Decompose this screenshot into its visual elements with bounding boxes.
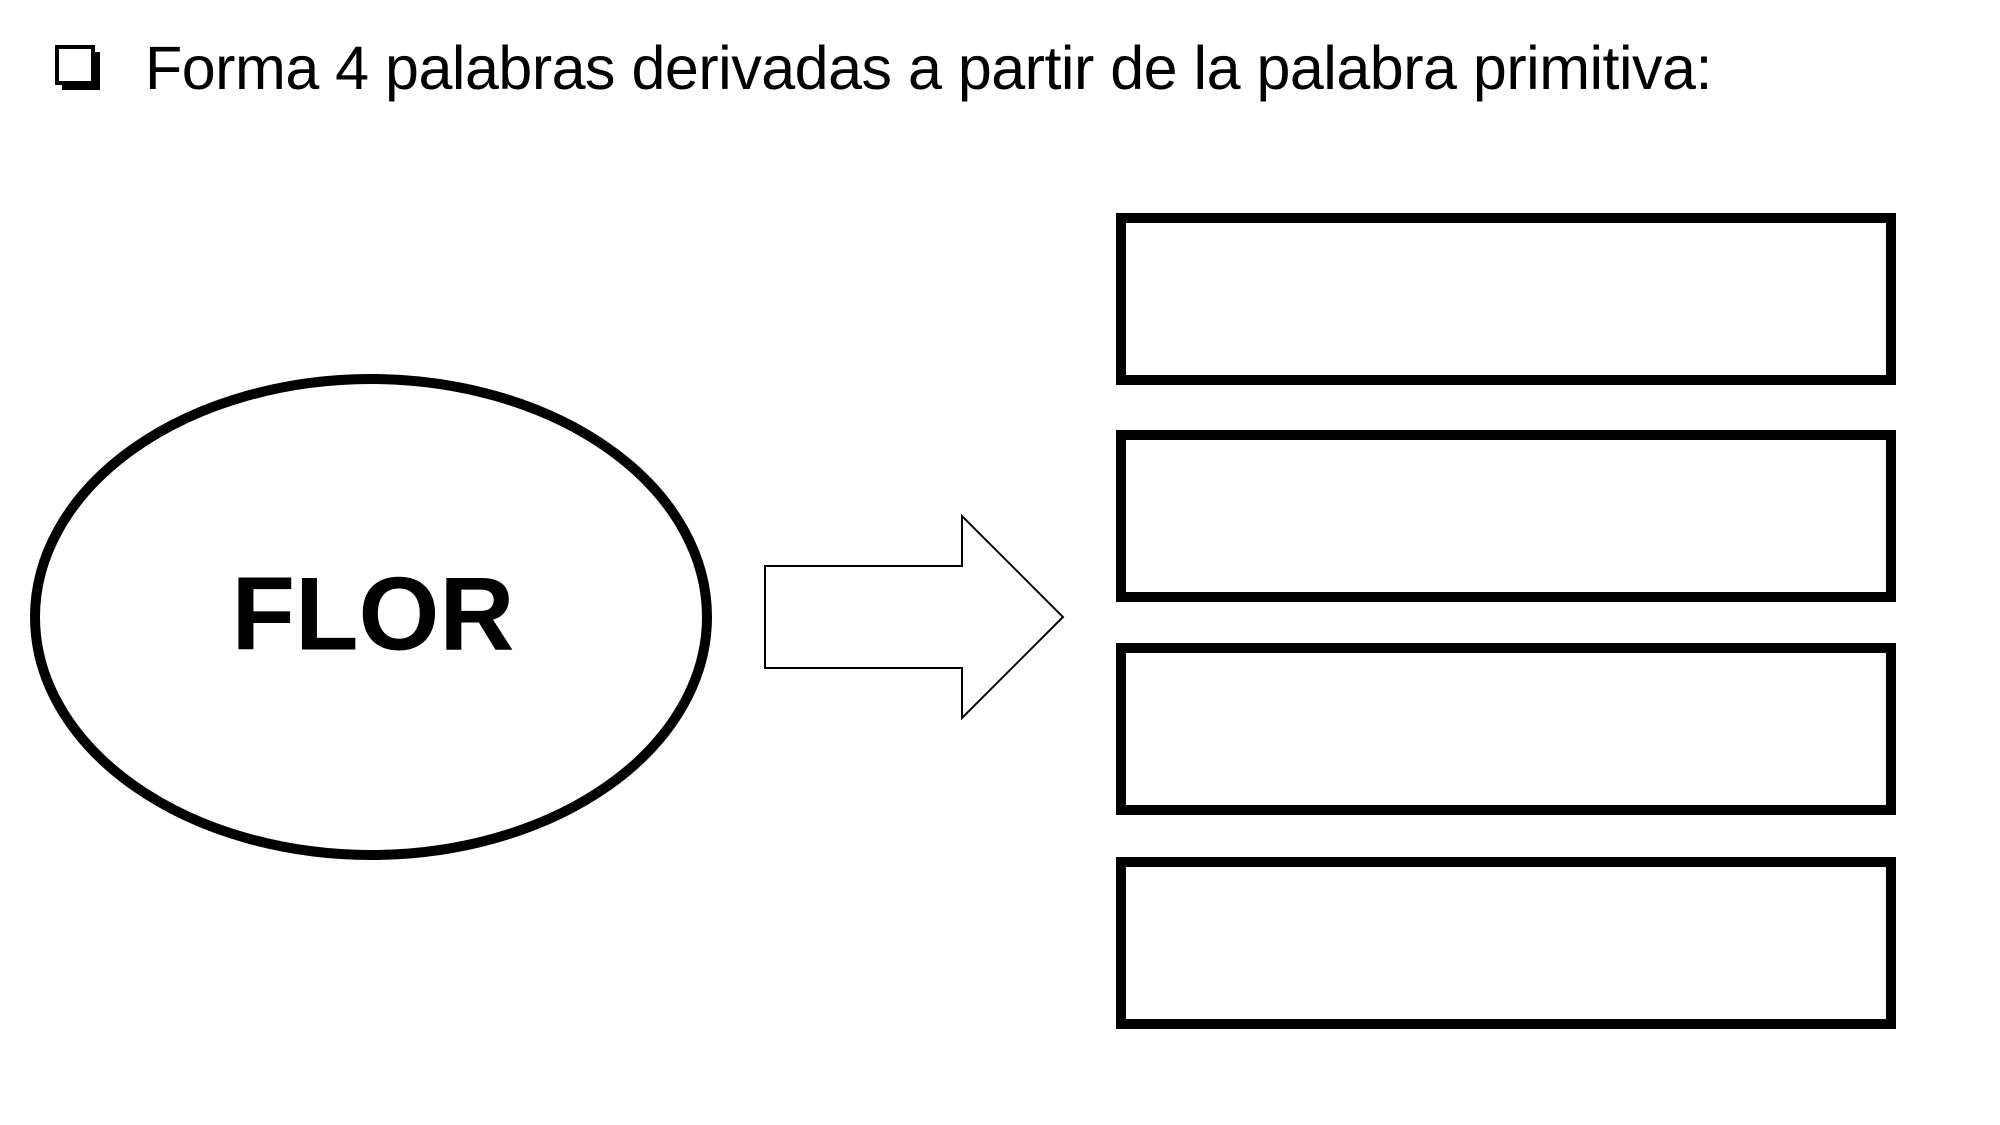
answer-box-3[interactable]	[1116, 643, 1896, 815]
primitive-word-label: FLOR	[231, 556, 514, 672]
instruction-text: Forma 4 palabras derivadas a partir de l…	[145, 34, 1712, 102]
right-arrow-icon	[764, 513, 1065, 721]
answer-box-2[interactable]	[1116, 430, 1896, 602]
checkbox-box	[55, 45, 95, 85]
primitive-word-ellipse	[30, 374, 712, 860]
answer-box-1[interactable]	[1116, 213, 1896, 385]
checkbox-icon[interactable]	[55, 45, 101, 91]
instruction-row: Forma 4 palabras derivadas a partir de l…	[55, 28, 1712, 108]
answer-box-4[interactable]	[1116, 857, 1896, 1029]
